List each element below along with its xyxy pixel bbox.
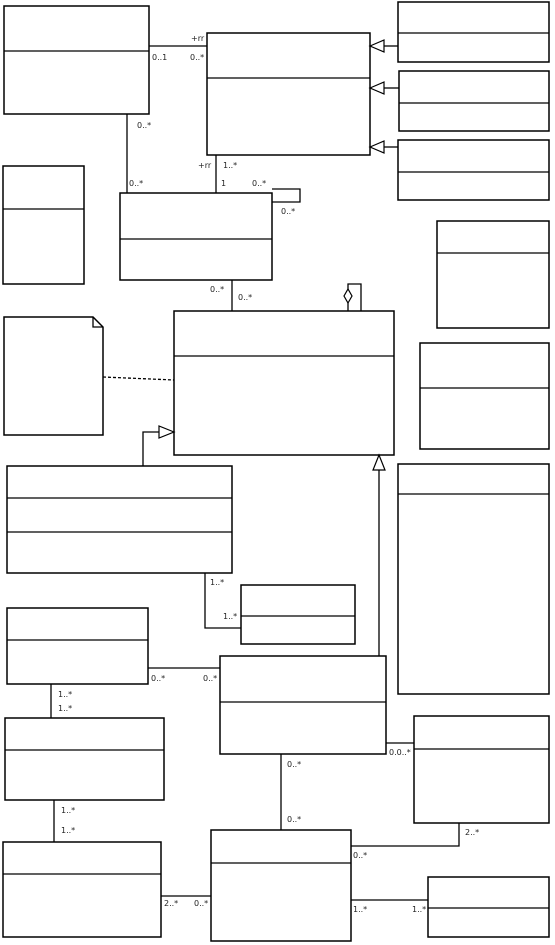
class-right-lower[interactable] (413, 715, 550, 824)
class-top-left[interactable] (3, 5, 150, 115)
class-center-lower[interactable] (219, 655, 387, 755)
class-bottom-left[interactable] (2, 841, 162, 938)
multiplicity-label: 0..* (151, 674, 165, 683)
generalization-centerlower-central (372, 453, 386, 656)
class-subtype-2[interactable] (398, 70, 550, 132)
multiplicity-label: 1..* (353, 905, 367, 914)
multiplicity-label: 0..* (287, 815, 301, 824)
generalization-subtype-2 (368, 81, 399, 95)
class-left-small[interactable] (2, 165, 85, 285)
multiplicity-label: 0..* (190, 53, 204, 62)
note-anchor (102, 376, 175, 381)
multiplicity-label: 0..* (281, 207, 295, 216)
class-right-tall[interactable] (397, 463, 550, 695)
multiplicity-label: 2..* (164, 899, 178, 908)
multiplicity-label: 1..* (58, 690, 72, 699)
multiplicity-label: 1 (221, 179, 226, 188)
class-small-mid[interactable] (240, 584, 356, 645)
aggregation-self-central (343, 283, 362, 311)
class-subtype-1[interactable] (397, 1, 550, 63)
multiplicity-label: 0..* (137, 121, 151, 130)
multiplicity-label: 0..* (252, 179, 266, 188)
class-subtype-3[interactable] (397, 139, 550, 201)
role-label: +rr (198, 161, 212, 170)
multiplicity-label: 1..* (223, 161, 237, 170)
self-assoc-middleupper (272, 188, 301, 203)
assoc-bottomcenter-rightlower (351, 823, 460, 847)
multiplicity-label: 1..* (223, 612, 237, 621)
multiplicity-label: 1..* (61, 826, 75, 835)
assoc-wideleft-smallmid (204, 573, 241, 629)
role-label: +rr (191, 34, 205, 43)
class-top-center[interactable] (206, 32, 371, 156)
multiplicity-label: 0.0..* (389, 748, 411, 757)
class-middle-upper[interactable] (119, 192, 273, 281)
multiplicity-label: 0..* (129, 179, 143, 188)
class-left-lower[interactable] (4, 717, 165, 801)
class-right-2[interactable] (419, 342, 550, 450)
multiplicity-label: 0..* (210, 285, 224, 294)
multiplicity-label: 1..* (58, 704, 72, 713)
multiplicity-label: 1..* (412, 905, 426, 914)
note[interactable] (3, 316, 104, 436)
multiplicity-label: 0..* (287, 760, 301, 769)
generalization-subtype-1 (368, 39, 398, 53)
generalization-subtype-3 (368, 140, 398, 154)
multiplicity-label: 1..* (61, 806, 75, 815)
class-left-mid[interactable] (6, 607, 149, 685)
class-central[interactable] (173, 310, 395, 456)
class-wide-left[interactable] (6, 465, 233, 574)
multiplicity-label: 0..1 (152, 53, 167, 62)
multiplicity-label: 1..* (210, 578, 224, 587)
multiplicity-label: 2..* (465, 828, 479, 837)
generalization-wideleft-central (142, 425, 176, 466)
multiplicity-label: 0..* (353, 851, 367, 860)
multiplicity-label: 0..* (203, 674, 217, 683)
class-right-1[interactable] (436, 220, 550, 329)
multiplicity-label: 0..* (238, 293, 252, 302)
class-bottom-right[interactable] (427, 876, 550, 938)
multiplicity-label: 0..* (194, 899, 208, 908)
class-bottom-center[interactable] (210, 829, 352, 942)
